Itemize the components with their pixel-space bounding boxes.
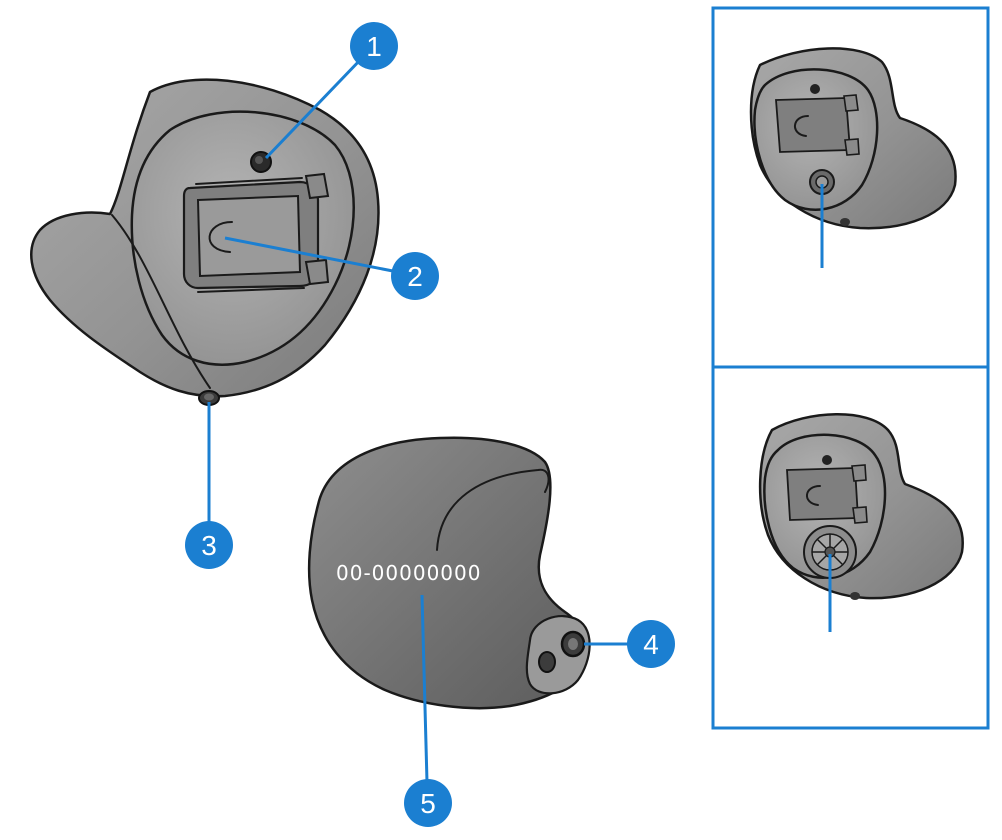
leader-2 xyxy=(224,236,399,274)
leader-lines xyxy=(207,56,628,783)
callout-1-number: 1 xyxy=(366,31,382,62)
main-device-faceplate xyxy=(30,78,380,406)
callout-5: 5 xyxy=(404,779,452,827)
callout-5-number: 5 xyxy=(420,788,436,819)
canal-vent-opening xyxy=(538,651,556,673)
callout-2-number: 2 xyxy=(407,261,423,292)
callout-1: 1 xyxy=(350,22,398,70)
callout-2: 2 xyxy=(391,252,439,300)
inset-push-button-variant xyxy=(749,47,957,268)
callout-4-number: 4 xyxy=(643,629,659,660)
inset-rotary-wheel-variant xyxy=(758,413,964,632)
canal-tip xyxy=(525,615,591,695)
callout-4: 4 xyxy=(627,620,675,668)
side-device-shell: 00-00000000 xyxy=(307,436,591,710)
rotary-wheel xyxy=(803,525,857,579)
serial-number: 00-00000000 xyxy=(336,561,481,585)
leader-5 xyxy=(420,594,429,783)
callout-3: 3 xyxy=(185,521,233,569)
leader-1 xyxy=(264,56,364,160)
battery-door xyxy=(182,172,330,293)
inset-panel xyxy=(711,6,990,730)
callout-3-number: 3 xyxy=(201,530,217,561)
